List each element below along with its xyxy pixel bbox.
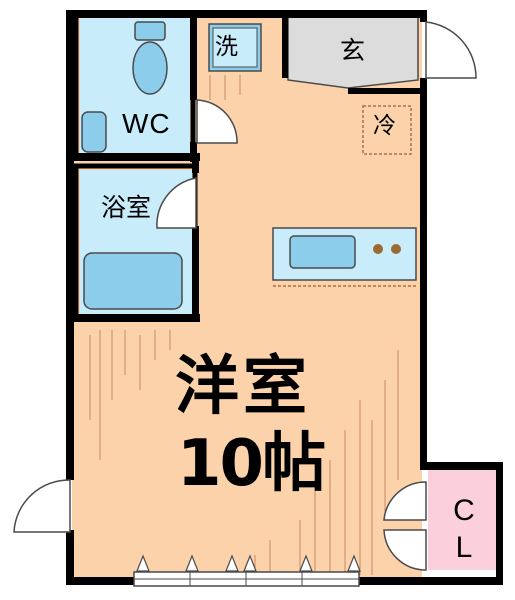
closet-label-line1: C (453, 494, 475, 527)
bottom-window (133, 554, 361, 587)
closet-label-line2: L (455, 531, 473, 564)
toilet-label: WC (122, 108, 171, 139)
closet-label: C L (446, 492, 482, 566)
bathroom-label: 浴室 (101, 193, 152, 222)
main-room-label: 洋室 (175, 350, 311, 424)
floor-board-lines (89, 75, 399, 575)
closet-door-top (383, 481, 427, 521)
entrance-label: 玄 (340, 36, 366, 65)
wc-sink-icon (81, 111, 107, 153)
fridge-label: 冷 (373, 113, 396, 139)
kitchen-counter (272, 227, 417, 287)
stove-burner-icon (373, 244, 383, 254)
closet-floor (428, 470, 496, 570)
kitchen-sink-icon (289, 235, 356, 269)
washer-spot-inner (212, 27, 258, 68)
fridge-spot (362, 105, 412, 155)
entrance-door (425, 21, 477, 79)
toilet-icon (132, 21, 168, 95)
washer-label: 洗 (215, 34, 238, 60)
closet-door-bottom (383, 529, 427, 571)
doors (13, 21, 477, 571)
main-room-size-label: 10帖 (177, 427, 326, 501)
wet-area-borders (73, 11, 198, 321)
bathtub-icon (83, 252, 183, 310)
bath-door (156, 177, 197, 229)
stove-burner-icon (391, 244, 401, 254)
left-door (13, 479, 71, 533)
wc-door (196, 99, 238, 144)
